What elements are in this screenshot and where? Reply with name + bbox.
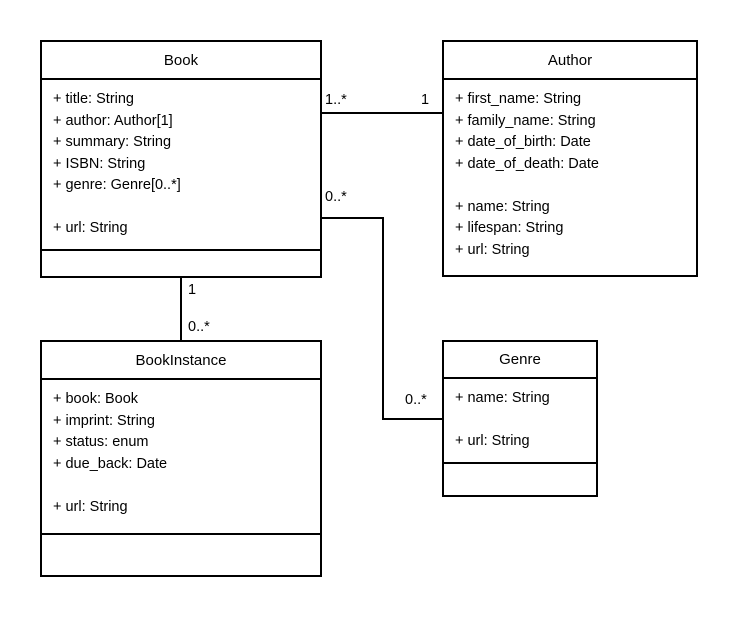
attribute-spacer <box>455 175 686 197</box>
multiplicity-book-author-target: 1 <box>421 92 430 108</box>
attribute-row: + date_of_death: Date <box>455 155 599 172</box>
attribute-row: + date_of_birth: Date <box>455 134 591 150</box>
class-attributes-author: + first_name: String + family_name: Stri… <box>444 80 696 275</box>
attribute-row: + name: String <box>455 390 550 406</box>
class-attributes-book: + title: String + author: Author[1] + su… <box>42 80 320 251</box>
class-name-bookinstance: BookInstance <box>42 342 320 380</box>
multiplicity-book-bookinstance-target: 0..* <box>188 319 210 335</box>
multiplicity-book-author-source: 1..* <box>325 92 347 108</box>
attribute-spacer <box>455 410 586 432</box>
attribute-row: + book: Book <box>53 391 139 407</box>
multiplicity-book-genre-source: 0..* <box>325 189 347 205</box>
multiplicity-book-bookinstance-source: 1 <box>188 282 197 298</box>
attribute-row: + title: String <box>53 91 134 107</box>
attribute-row: + status: enum <box>53 434 149 450</box>
attribute-row: + url: String <box>455 433 530 449</box>
attribute-row: + ISBN: String <box>53 155 146 172</box>
attribute-row: + url: String <box>53 220 128 236</box>
class-attributes-genre: + name: String + url: String <box>444 379 596 464</box>
attribute-row: + lifespan: String <box>455 220 564 236</box>
class-name-book: Book <box>42 42 320 80</box>
uml-class-bookinstance[interactable]: BookInstance + book: Book + imprint: Str… <box>40 340 322 577</box>
attribute-spacer <box>53 475 310 497</box>
attribute-row: + author: Author[1] <box>53 112 173 129</box>
uml-class-genre[interactable]: Genre + name: String + url: String <box>442 340 598 497</box>
class-attributes-bookinstance: + book: Book + imprint: String + status:… <box>42 380 320 535</box>
class-methods-genre <box>444 464 596 496</box>
attribute-row: + first_name: String <box>455 91 582 107</box>
attribute-row: + family_name: String <box>455 112 596 129</box>
attribute-row: + url: String <box>455 241 530 258</box>
attribute-row: + summary: String <box>53 134 172 150</box>
attribute-row: + imprint: String <box>53 412 155 429</box>
class-name-genre: Genre <box>444 342 596 379</box>
association-line-book-genre-segment-3 <box>382 418 444 420</box>
multiplicity-book-genre-target: 0..* <box>405 392 427 408</box>
association-line-book-genre-segment-2 <box>382 217 384 420</box>
association-line-book-author <box>320 112 444 114</box>
class-methods-bookinstance <box>42 535 320 576</box>
association-line-book-bookinstance <box>180 276 182 342</box>
association-line-book-genre-segment-1 <box>320 217 384 219</box>
class-methods-book <box>42 251 320 277</box>
uml-class-book[interactable]: Book + title: String + author: Author[1]… <box>40 40 322 278</box>
attribute-row: + genre: Genre[0..*] <box>53 177 181 193</box>
attribute-row: + due_back: Date <box>53 455 168 472</box>
attribute-spacer <box>53 197 310 219</box>
uml-class-author[interactable]: Author + first_name: String + family_nam… <box>442 40 698 277</box>
attribute-row: + name: String <box>455 198 550 215</box>
class-name-author: Author <box>444 42 696 80</box>
attribute-row: + url: String <box>53 498 128 515</box>
